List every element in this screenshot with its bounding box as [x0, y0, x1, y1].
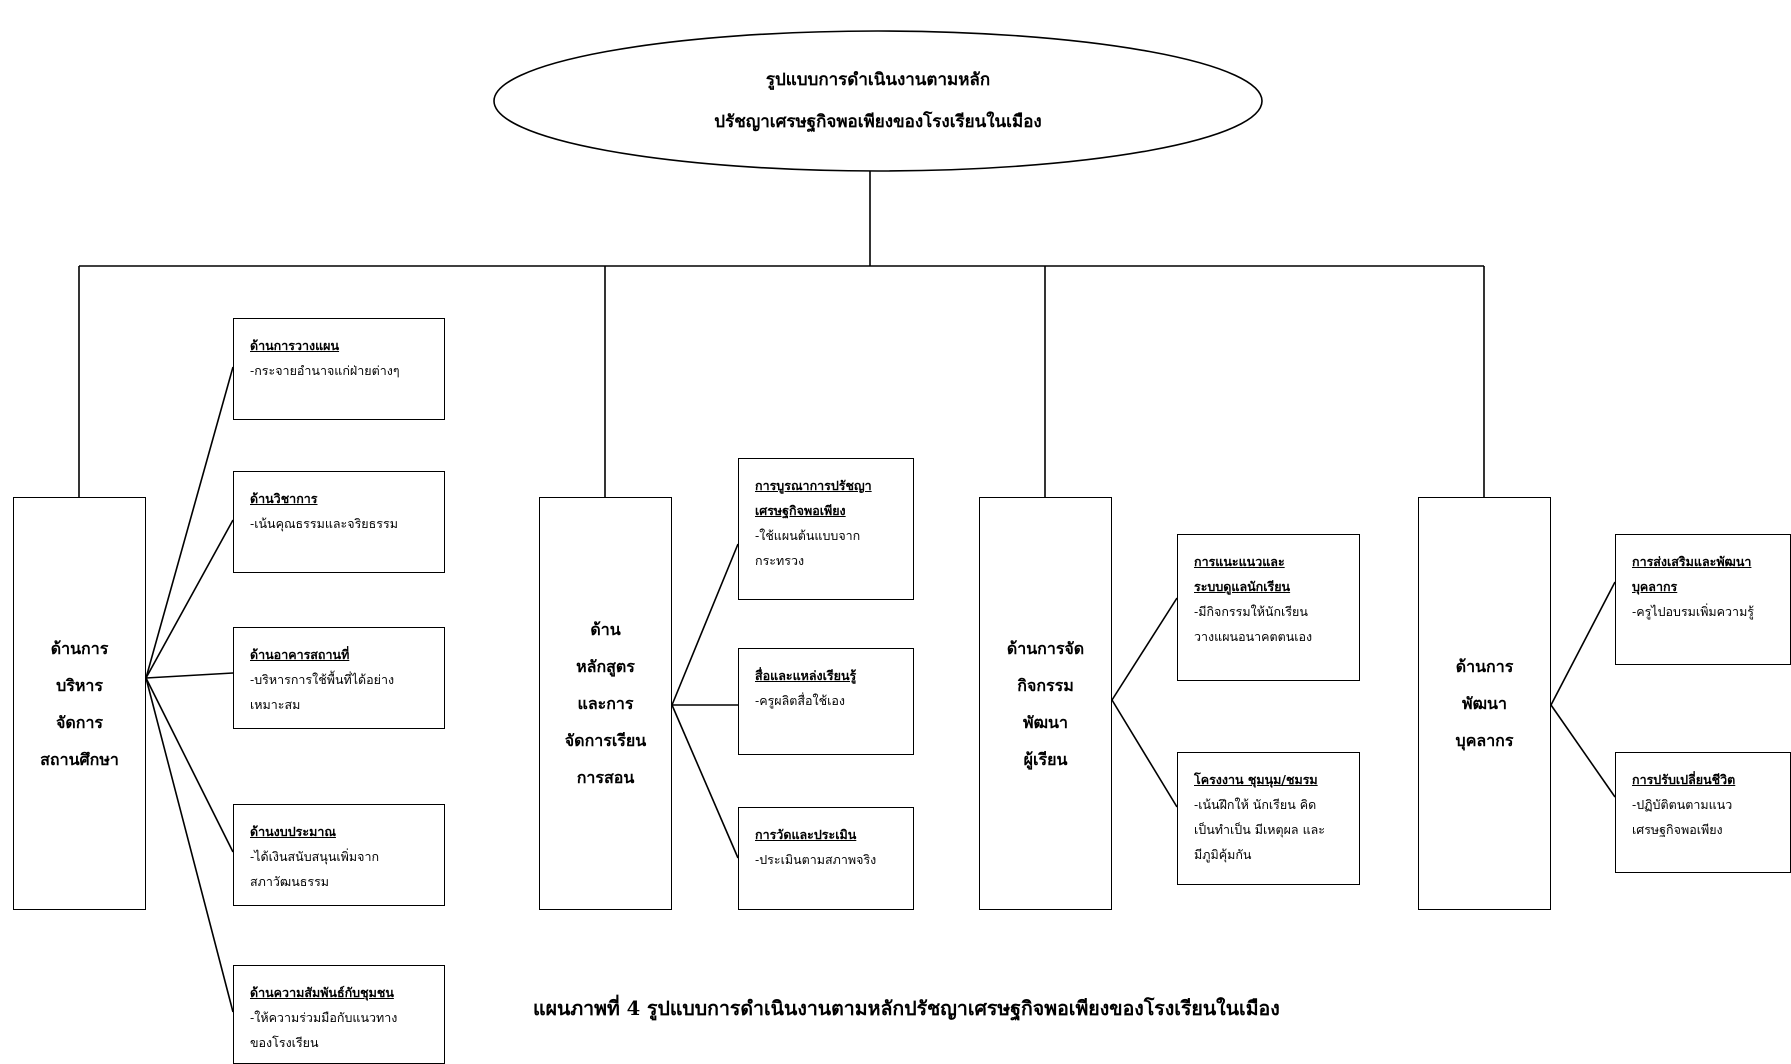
sub-node-detail: -เน้นฝึกให้ นักเรียน คิด เป็นทำเป็น มีเห…	[1194, 797, 1325, 862]
main-node-administration: ด้านการ บริหาร จัดการ สถานศึกษา	[13, 497, 146, 910]
branch-connector	[145, 677, 234, 853]
sub-node-academic: ด้านวิชาการ -เน้นคุณธรรมและจริยธรรม	[233, 471, 445, 573]
sub-node-detail: -ได้เงินสนับสนุนเพิ่มจาก สภาวัฒนธรรม	[250, 849, 380, 889]
branch-connector	[145, 677, 234, 1013]
sub-node-projects-clubs: โครงงาน ชุมนุม/ชมรม -เน้นฝึกให้ นักเรียน…	[1177, 752, 1360, 885]
sub-node-guidance: การแนะแนวและ ระบบดูแลนักเรียน -มีกิจกรรม…	[1177, 534, 1360, 681]
branch-connector	[671, 543, 739, 706]
branch-connector	[1550, 704, 1616, 798]
sub-node-planning: ด้านการวางแผน -กระจายอำนาจแก่ฝ่ายต่างๆ	[233, 318, 445, 420]
sub-node-assessment: การวัดและประเมิน -ประเมินตามสภาพจริง	[738, 807, 914, 910]
sub-node-detail: -เน้นคุณธรรมและจริยธรรม	[250, 516, 398, 531]
sub-node-detail: -ให้ความร่วมมือกับแนวทาง ของโรงเรียน	[250, 1010, 398, 1050]
main-node-label: ด้าน หลักสูตร และการ จัดการเรียน การสอน	[564, 620, 647, 787]
sub-node-community: ด้านความสัมพันธ์กับชุมชน -ให้ความร่วมมือ…	[233, 965, 445, 1064]
branch-connector	[1111, 699, 1178, 808]
sub-node-detail: -ใช้แผนต้นแบบจาก กระทรวง	[755, 528, 861, 568]
main-node-label: ด้านการ บริหาร จัดการ สถานศึกษา	[40, 638, 119, 769]
branch-connector	[145, 672, 234, 679]
sub-node-title: โครงงาน ชุมนุม/ชมรม	[1194, 772, 1318, 787]
sub-node-title: สื่อและแหล่งเรียนรู้	[755, 668, 857, 683]
sub-node-title: ด้านงบประมาณ	[250, 824, 336, 839]
sub-node-learning-media: สื่อและแหล่งเรียนรู้ -ครูผลิตสื่อใช้เอง	[738, 648, 914, 755]
branch-connector	[1550, 581, 1616, 706]
sub-node-detail: -ปฏิบัติตนตามแนว เศรษฐกิจพอเพียง	[1632, 797, 1733, 837]
sub-node-integration: การบูรณาการปรัชญา เศรษฐกิจพอเพียง -ใช้แผ…	[738, 458, 914, 600]
main-node-student-activities: ด้านการจัด กิจกรรม พัฒนา ผู้เรียน	[979, 497, 1112, 910]
sub-node-title: การบูรณาการปรัชญา เศรษฐกิจพอเพียง	[755, 478, 872, 518]
sub-node-detail: -ประเมินตามสภาพจริง	[755, 852, 877, 867]
branch-connector	[1111, 597, 1178, 701]
main-node-label: ด้านการจัด กิจกรรม พัฒนา ผู้เรียน	[1006, 638, 1085, 769]
sub-node-title: ด้านวิชาการ	[250, 491, 318, 506]
main-node-curriculum: ด้าน หลักสูตร และการ จัดการเรียน การสอน	[539, 497, 672, 910]
sub-node-detail: -กระจายอำนาจแก่ฝ่ายต่างๆ	[250, 363, 400, 378]
sub-node-facilities: ด้านอาคารสถานที่ -บริหารการใช้พื้นที่ได้…	[233, 627, 445, 729]
sub-node-title: ด้านอาคารสถานที่	[250, 647, 350, 662]
figure-caption: แผนภาพที่ 4 รูปแบบการดำเนินงานตามหลักปรั…	[533, 997, 1280, 1020]
sub-node-lifestyle-change: การปรับเปลี่ยนชีวิต -ปฏิบัติตนตามแนว เศร…	[1615, 752, 1791, 873]
diagram-title: รูปแบบการดำเนินงานตามหลัก ปรัชญาเศรษฐกิจ…	[714, 70, 1042, 132]
sub-node-title: ด้านการวางแผน	[250, 338, 340, 353]
sub-node-budget: ด้านงบประมาณ -ได้เงินสนับสนุนเพิ่มจาก สภ…	[233, 804, 445, 906]
sub-node-detail: -มีกิจกรรมให้นักเรียน วางแผนอนาคตตนเอง	[1194, 604, 1313, 644]
branch-connector	[671, 704, 739, 859]
sub-node-personnel-development: การส่งเสริมและพัฒนา บุคลากร -ครูไปอบรมเพ…	[1615, 534, 1791, 665]
branch-connector	[145, 366, 234, 679]
sub-node-title: การส่งเสริมและพัฒนา บุคลากร	[1632, 554, 1752, 594]
sub-node-detail: -ครูผลิตสื่อใช้เอง	[755, 693, 846, 708]
sub-node-detail: -บริหารการใช้พื้นที่ได้อย่าง เหมาะสม	[250, 672, 395, 712]
sub-node-title: การปรับเปลี่ยนชีวิต	[1632, 772, 1736, 787]
branch-connector	[145, 519, 234, 679]
sub-node-title: การวัดและประเมิน	[755, 827, 857, 842]
main-node-label: ด้านการ พัฒนา บุคลากร	[1455, 657, 1514, 750]
main-node-personnel: ด้านการ พัฒนา บุคลากร	[1418, 497, 1551, 910]
sub-node-detail: -ครูไปอบรมเพิ่มความรู้	[1632, 604, 1755, 619]
sub-node-title: การแนะแนวและ ระบบดูแลนักเรียน	[1194, 554, 1291, 594]
sub-node-title: ด้านความสัมพันธ์กับชุมชน	[250, 985, 394, 1000]
title-ellipse	[493, 30, 1263, 172]
